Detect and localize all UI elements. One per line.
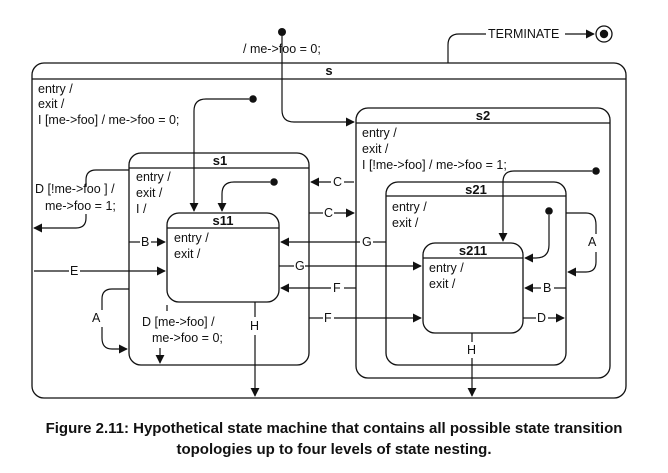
state-s11-name: s11 [213,213,234,228]
transition-a-s21: A [566,212,597,277]
state-s21-exit: exit / [392,216,419,230]
caption-line-1: Figure 2.11: Hypothetical state machine … [45,420,623,437]
d-s1-label-line1: D [!me->foo ] / [35,182,115,196]
state-machine-diagram: s entry / exit / I [me->foo] / me->foo =… [31,25,627,399]
top-initial-label: / me->foo = 0; [243,42,321,56]
s-initial-transition [189,95,257,212]
state-s1-exit: exit / [136,186,163,200]
transition-g-s21-to-s11: G [280,235,386,249]
g-label-1: G [362,235,372,249]
h-label-2: H [467,343,476,357]
transition-h-s11: H [250,302,260,397]
s21-initial-transition [524,207,553,263]
state-s2-entry: entry / [362,126,397,140]
transition-d-s211: D [523,311,565,325]
state-s21-entry: entry / [392,200,427,214]
transition-d-s11: D [me->foo] / me->foo = 0; [142,305,223,364]
terminate-transition: TERMINATE [447,25,613,63]
transition-e: E [34,264,166,278]
state-s211: s211 entry / exit / [422,242,524,334]
state-s11-entry: entry / [174,231,209,245]
state-s2-exit: exit / [362,142,389,156]
transition-a-s1: A [92,288,129,354]
state-s211-name: s211 [459,243,487,258]
state-s211-exit: exit / [429,277,456,291]
d-s1-label-line2: me->foo = 1; [45,199,116,213]
d-s11-label-line2: me->foo = 0; [152,331,223,345]
b-label-2: B [543,281,551,295]
state-s-name: s [325,63,332,78]
transition-b-s1: B [129,235,166,249]
e-label: E [70,264,78,278]
s2-initial-transition [498,167,600,242]
state-s11-exit: exit / [174,247,201,261]
transition-d-s1: D [!me->foo ] / me->foo = 1; [33,169,129,233]
transition-g-s11-to-s211: G [279,259,422,273]
state-s21-name: s21 [465,182,487,197]
transition-c-s1-to-s2: C [309,206,355,220]
f-label-1: F [333,281,341,295]
state-s1-internal: I / [136,202,147,216]
state-s21: s21 entry / exit / [385,181,567,366]
state-s11: s11 entry / exit / [166,212,280,303]
figure-caption: Figure 2.11: Hypothetical state machine … [0,418,668,460]
top-initial-transition: / me->foo = 0; [243,28,355,127]
state-s2-internal: I [!me->foo] / me->foo = 1; [362,158,507,172]
state-s1-entry: entry / [136,170,171,184]
transition-f-s1-to-s211: F [309,311,422,325]
c-label-1: C [333,175,342,189]
transition-f-s2-to-s11: F [280,281,356,295]
state-s-entry: entry / [38,82,73,96]
transition-c-s2-to-s1: C [310,175,354,189]
transition-b-s21: B [524,281,566,295]
f-label-2: F [324,311,332,325]
state-s211-entry: entry / [429,261,464,275]
caption-line-2: topologies up to four levels of state ne… [176,441,492,458]
terminate-label: TERMINATE [488,27,559,41]
state-s2-name: s2 [476,108,490,123]
initial-pseudostate-icon [278,28,286,36]
final-state-icon [595,25,613,43]
h-label-1: H [250,319,259,333]
d-label-s211: D [537,311,546,325]
g-label-2: G [295,259,305,273]
s1-initial-transition [217,178,278,212]
a-label-2: A [588,235,597,249]
state-s-internal: I [me->foo] / me->foo = 0; [38,113,179,127]
transition-h-s211: H [467,333,477,397]
state-s: s entry / exit / I [me->foo] / me->foo =… [31,62,627,399]
d-s11-label-line1: D [me->foo] / [142,315,215,329]
c-label-2: C [324,206,333,220]
state-s1: s1 entry / exit / I / [128,152,310,366]
a-label-1: A [92,311,101,325]
state-s2: s2 entry / exit / I [!me->foo] / me->foo… [355,107,611,379]
b-label-1: B [141,235,149,249]
state-s-exit: exit / [38,97,65,111]
state-s1-name: s1 [213,153,227,168]
